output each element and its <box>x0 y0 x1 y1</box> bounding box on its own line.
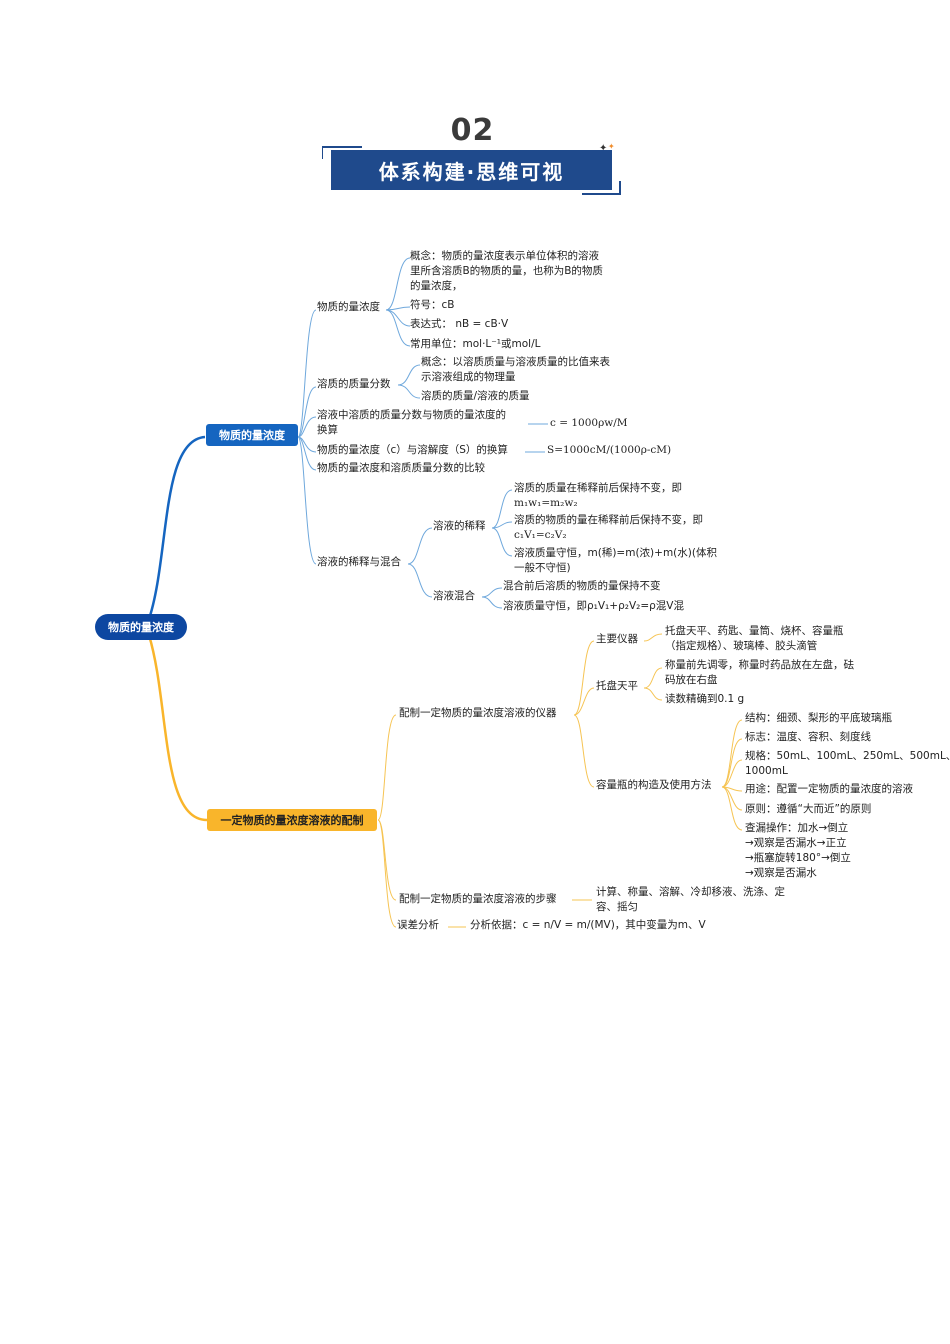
conc-label: 物质的量浓度 <box>317 301 380 313</box>
main-instruments-label: 主要仪器 <box>596 633 638 645</box>
mass-frac-concept-1: 概念：以溶质质量与溶液质量的比值来表 <box>421 356 610 368</box>
mass-frac-concept-2: 示溶液组成的物理量 <box>421 371 516 383</box>
conc-concept-1: 概念：物质的量浓度表示单位体积的溶液 <box>410 250 599 262</box>
dilution-label: 溶液的稀释与混合 <box>317 556 401 568</box>
convert2-formula: S=1000cM/(1000ρ-cM) <box>547 444 672 456</box>
main-instruments-b: （指定规格）、玻璃棒、胶头滴管 <box>665 640 818 652</box>
balance-1a: 称量前先调零，称量时药品放在左盘，砝 <box>665 659 854 671</box>
convert1-a: 溶液中溶质的质量分数与物质的量浓度的 <box>317 409 506 421</box>
mass-frac-formula: 溶质的质量/溶液的质量 <box>421 390 530 402</box>
dilute-2a: 溶质的物质的量在稀释前后保持不变，即 <box>514 514 703 526</box>
conc-expression: 表达式： nB = cB·V <box>410 318 509 330</box>
section-number: 02 <box>450 113 495 148</box>
mass-frac-label: 溶质的质量分数 <box>317 378 391 390</box>
root-node: 物质的量浓度 <box>95 614 187 640</box>
flask-leak-c: →瓶塞旋转180°→倒立 <box>745 852 851 864</box>
flask-leak-d: →观察是否漏水 <box>745 867 817 879</box>
flask-marks: 标志：温度、容积、刻度线 <box>745 731 871 743</box>
flask-label: 容量瓶的构造及使用方法 <box>596 779 712 791</box>
dilute-label: 溶液的稀释 <box>433 520 486 532</box>
instruments-label: 配制一定物质的量浓度溶液的仪器 <box>399 707 557 719</box>
mix-2: 溶液质量守恒，即ρ₁V₁+ρ₂V₂=ρ混V混 <box>503 600 684 612</box>
flask-leak-a: 查漏操作：加水→倒立 <box>745 822 849 834</box>
error-text: 分析依据：c = n/V = m/(MV)，其中变量为m、V <box>470 919 706 931</box>
dilute-3a: 溶液质量守恒，m(稀)=m(浓)+m(水)(体积 <box>514 547 717 559</box>
flask-spec-b: 1000mL <box>745 765 788 777</box>
banner-frame: ✦ ✦ <box>322 143 621 195</box>
steps-b: 容、摇匀 <box>596 901 638 913</box>
conc-symbol: 符号：cB <box>410 299 455 311</box>
flask-leak-b: →观察是否漏水→正立 <box>745 837 847 849</box>
steps-label: 配制一定物质的量浓度溶液的步骤 <box>399 893 557 905</box>
dilute-2b: c₁V₁=c₂V₂ <box>514 529 567 541</box>
convert1-formula: c = 1000ρw/M <box>550 417 628 429</box>
branch-concentration: 物质的量浓度 <box>206 424 298 446</box>
flask-structure: 结构：细颈、梨形的平底玻璃瓶 <box>745 712 892 724</box>
mix-label: 溶液混合 <box>433 590 475 602</box>
mix-1: 混合前后溶质的物质的量保持不变 <box>503 580 661 592</box>
convert1-b: 换算 <box>317 424 338 436</box>
compare: 物质的量浓度和溶质质量分数的比较 <box>317 462 485 474</box>
branch-preparation: 一定物质的量浓度溶液的配制 <box>207 809 377 831</box>
convert2: 物质的量浓度（c）与溶解度（S）的换算 <box>317 444 508 456</box>
error-label: 误差分析 <box>397 919 439 931</box>
main-instruments-a: 托盘天平、药匙、量筒、烧杯、容量瓶 <box>665 625 844 637</box>
dilute-3b: 一般不守恒) <box>514 562 571 574</box>
flask-principle: 原则：遵循“大而近”的原则 <box>745 803 872 815</box>
conc-concept-3: 的量浓度， <box>410 280 463 292</box>
dilute-1b: m₁w₁=m₂w₂ <box>514 497 578 509</box>
section-title-banner: 体系构建·思维可视 <box>331 150 612 190</box>
conc-unit: 常用单位：mol·L⁻¹或mol/L <box>410 338 541 350</box>
balance-1b: 码放在右盘 <box>665 674 718 686</box>
balance-2: 读数精确到0.1 g <box>665 693 745 705</box>
steps-a: 计算、称量、溶解、冷却移液、洗涤、定 <box>596 886 785 898</box>
svg-text:✦: ✦ <box>608 143 615 151</box>
flask-use: 用途：配置一定物质的量浓度的溶液 <box>745 783 913 795</box>
balance-label: 托盘天平 <box>596 680 638 692</box>
dilute-1a: 溶质的质量在稀释前后保持不变，即 <box>514 482 682 494</box>
conc-concept-2: 里所含溶质B的物质的量，也称为B的物质 <box>410 265 603 277</box>
flask-spec-a: 规格：50mL、100mL、250mL、500mL、 <box>745 750 950 762</box>
sparkle-icon: ✦ <box>599 143 607 154</box>
